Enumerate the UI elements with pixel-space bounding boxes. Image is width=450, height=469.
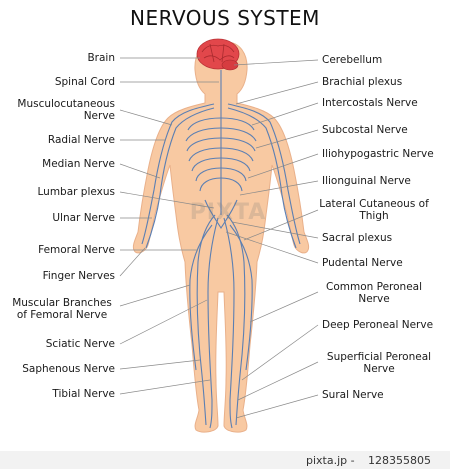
label-brachial-plexus: Brachial plexus [322,76,403,88]
label-intercostals-nerve: Intercostals Nerve [322,97,418,109]
label-lumbar-plexus: Lumbar plexus [37,186,116,198]
label-median-nerve: Median Nerve [42,158,115,170]
leader-lumbar [119,191,215,209]
leader-tibial [119,379,211,395]
leader-pudental [225,231,319,264]
leader-intercostals [251,102,319,126]
right-leg-nerve-2 [223,217,235,429]
leader-superficial-peroneal [237,361,319,401]
body-shape [132,41,310,433]
leader-sural [235,394,319,419]
label-brain: Brain [87,52,115,64]
leader-cerebellum [233,59,319,66]
watermark-site-name: pixta.jp [306,454,348,467]
label-finger-nerves: Finger Nerves [42,270,115,282]
brain-group [196,38,240,71]
leader-finger [119,247,146,277]
leader-musculocutaneous [119,109,173,126]
left-arm-nerve [141,103,215,245]
leader-deep-peroneal [241,324,319,381]
label-sciatic-nerve: Sciatic Nerve [45,338,115,350]
label-sural-nerve: Sural Nerve [322,389,384,401]
right-arm-nerve [227,103,301,245]
label-ulnar-nerve: Ulnar Nerve [52,212,115,224]
nerve-network [141,70,301,429]
right-leg-nerve-3 [229,224,253,371]
label-spinal-cord: Spinal Cord [54,76,115,88]
leader-saphenous [119,359,201,370]
right-leg-nerve [226,214,246,426]
watermark-center: PIXTA [189,200,267,225]
watermark-separator: - [350,454,355,467]
leader-subcostal [255,129,319,149]
left-arm-nerve-2 [145,107,215,249]
leader-lines [119,57,319,419]
leader-sciatic [119,299,208,345]
label-subcostal-nerve: Subcostal Nerve [322,124,408,136]
brain-folds [201,43,235,63]
label-muscular-branches: Muscular Branches of Femoral Nerve [12,297,112,321]
pelvic-nerves [204,199,238,230]
label-common-peroneal-nerve: Common Peroneal Nerve [325,281,423,305]
watermark-footer [0,451,450,469]
leader-common-peroneal [249,291,319,323]
body-silhouette [132,41,310,433]
left-leg-nerve [196,214,216,426]
label-deep-peroneal-nerve: Deep Peroneal Nerve [322,319,434,331]
leader-sacral [231,221,319,239]
label-saphenous-nerve: Saphenous Nerve [22,363,115,375]
label-superficial-peroneal-nerve: Superficial Peroneal Nerve [326,351,432,375]
leader-median [119,163,161,179]
label-lateral-cutaneous-thigh: Lateral Cutaneous of Thigh [319,198,429,222]
label-tibial-nerve: Tibial Nerve [52,388,115,400]
right-arm-nerve-2 [227,107,297,249]
leader-muscular-branches [119,284,191,307]
label-iliohypogastric-nerve: Iliohypogastric Nerve [322,148,434,160]
watermark-site: pixta.jp - [306,454,355,467]
diagram-title: NERVOUS SYSTEM [130,6,320,30]
label-musculocutaneous-nerve: Musculocutaneous Nerve [17,98,115,122]
leader-ilionguinal [239,180,319,196]
watermark-id: 128355805 [368,454,431,467]
label-ilionguinal-nerve: Ilionguinal Nerve [322,175,411,187]
label-pudental-nerve: Pudental Nerve [322,257,403,269]
leader-lateral-cutaneous [243,209,319,241]
intercostal-nerves [185,117,257,192]
label-sacral-plexus: Sacral plexus [322,232,393,244]
label-cerebellum: Cerebellum [322,54,383,66]
leader-iliohypogastric [247,153,319,179]
label-radial-nerve: Radial Nerve [47,134,115,146]
left-leg-nerve-3 [189,224,213,371]
leader-brachial [235,81,319,105]
label-femoral-nerve: Femoral Nerve [38,244,115,256]
left-leg-nerve-2 [207,217,219,429]
